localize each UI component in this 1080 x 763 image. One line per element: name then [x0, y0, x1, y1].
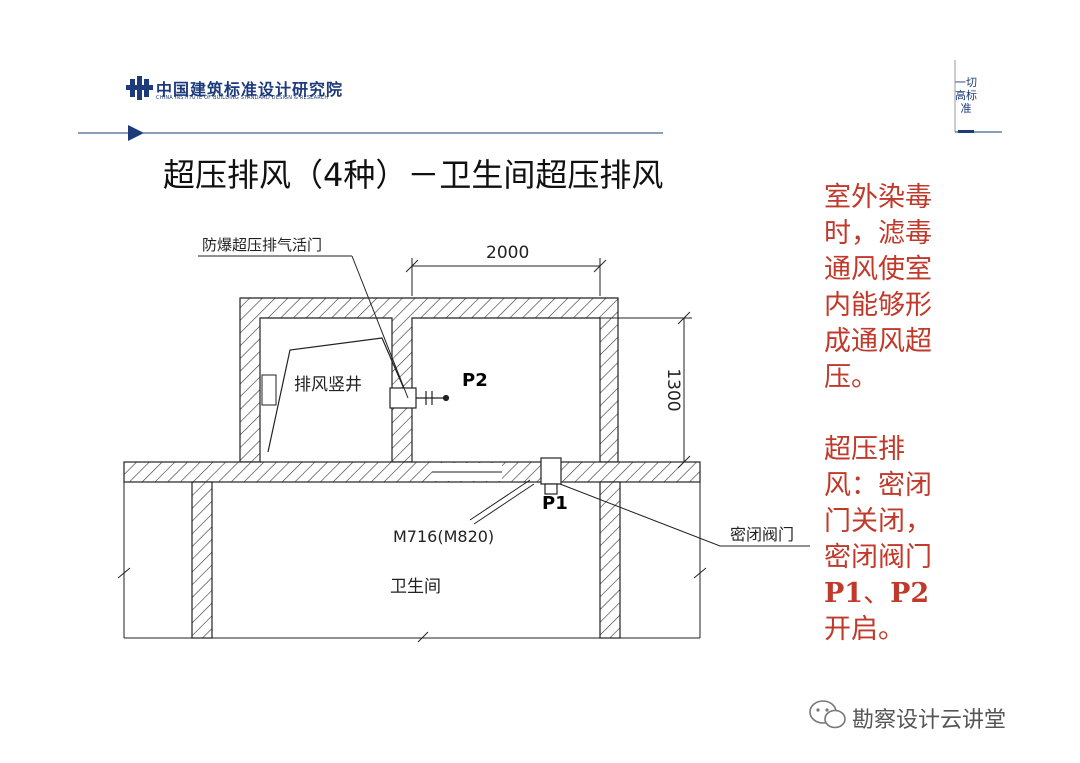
side-rule: [954, 60, 1002, 133]
valve-p1: [540, 457, 562, 495]
side-slogan: 一切高标准: [955, 76, 977, 115]
floor-slab: [123, 461, 701, 483]
label-dim-height: 1300: [663, 368, 683, 411]
shaft-duct-line: [267, 337, 409, 453]
wechat-icon: [809, 700, 846, 729]
valve-p2: [389, 387, 450, 409]
logo-chinese-name: 中国建筑标准设计研究院: [156, 80, 344, 99]
dimension-width: [405, 258, 607, 296]
logo-english-name: CHINA INSTITUTE OF BUILDING STANDARD DES…: [156, 95, 329, 101]
note-paragraph-2: 超压排风：密闭门关闭，密闭阀门P1、P2开启。: [824, 434, 932, 645]
explanation-notes: 室外染毒时，滤毒通风使室内能够形成通风超压。 超压排风：密闭门关闭，密闭阀门P1…: [824, 180, 954, 648]
institute-logo-icon: [126, 76, 153, 100]
logo-mark: [126, 75, 154, 105]
watermark-text: 勘察设计云讲堂: [852, 708, 1007, 733]
label-explosion-valve: 防爆超压排气活门: [202, 236, 322, 254]
label-p1: P1: [542, 493, 568, 514]
label-door: M716(M820): [393, 527, 494, 546]
label-exhaust-shaft: 排风竖井: [294, 375, 362, 395]
left-column: [191, 481, 213, 639]
note-paragraph-1: 室外染毒时，滤毒通风使室内能够形成通风超压。: [824, 182, 932, 393]
label-p2: P2: [462, 370, 488, 391]
right-column: [599, 481, 621, 639]
label-seal-valve: 密闭阀门: [730, 525, 794, 544]
label-dim-width: 2000: [486, 243, 529, 263]
header-rule: [78, 125, 663, 141]
slide-title: 超压排风（4种）－卫生间超压排风: [163, 156, 664, 194]
label-toilet: 卫生间: [390, 577, 441, 597]
dimension-height: [600, 311, 692, 469]
arrow-icon: [128, 125, 144, 141]
